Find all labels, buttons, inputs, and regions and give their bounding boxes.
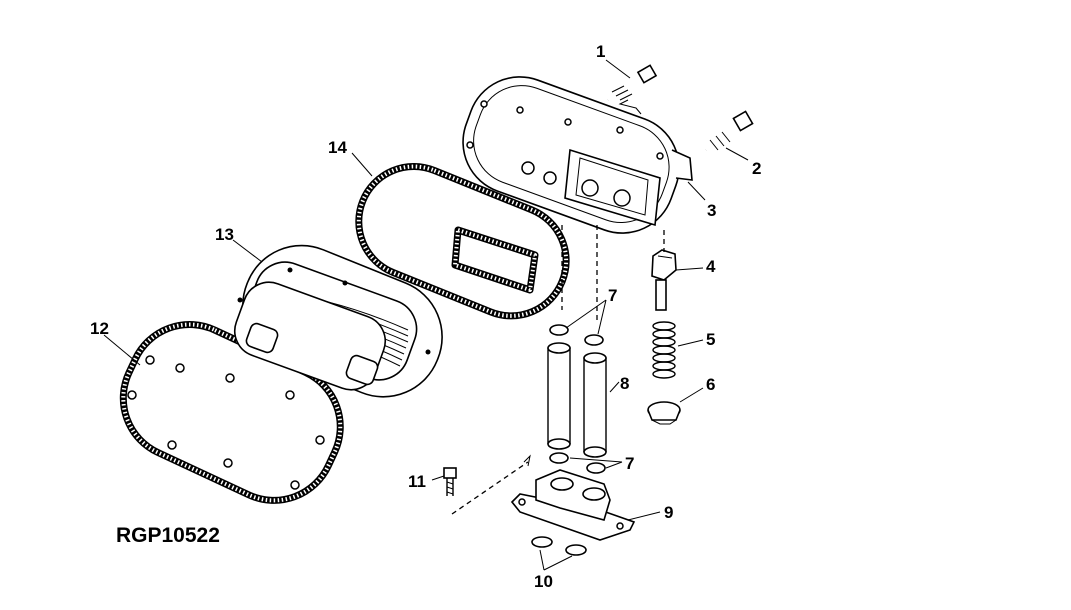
plug-6: [647, 401, 681, 425]
callout-labels: 1 2 3 4 5 6 7 7 8 9 10 11 12 13 14: [90, 42, 761, 591]
cap-screw-11: [443, 467, 457, 496]
callout-14: 14: [328, 138, 347, 157]
callout-6: 6: [706, 375, 715, 394]
callout-11: 11: [408, 472, 426, 491]
callout-3: 3: [707, 201, 716, 220]
spring-5: [652, 321, 676, 379]
callout-2: 2: [752, 159, 761, 178]
assembly-lines: [451, 225, 665, 515]
callout-13: 13: [215, 225, 234, 244]
tubes-8: [547, 342, 607, 458]
bolt-1-direction: [618, 99, 642, 115]
bolt-2: [705, 110, 754, 152]
gasket-12-bolt-holes: [127, 355, 325, 490]
oil-cooler-13: [233, 244, 443, 398]
o-rings-7-lower: [549, 452, 606, 474]
callout-10: 10: [534, 572, 553, 591]
callout-12: 12: [90, 319, 109, 338]
callout-5: 5: [706, 330, 715, 349]
callout-9: 9: [664, 503, 673, 522]
bolt-1: [607, 64, 658, 102]
callout-7-lower: 7: [625, 454, 634, 473]
gasket-14: [355, 163, 570, 320]
drawing-code: RGP10522: [116, 524, 220, 547]
callout-1: 1: [596, 42, 605, 61]
callout-8: 8: [620, 374, 629, 393]
callout-7-upper: 7: [608, 286, 617, 305]
adapter-9: [510, 469, 636, 541]
valve-4: [651, 249, 677, 311]
o-rings-10: [531, 536, 587, 556]
callout-4: 4: [706, 257, 716, 276]
leader-lines: [103, 59, 749, 571]
housing-3: [462, 76, 693, 234]
o-rings-7-upper: [549, 324, 604, 346]
